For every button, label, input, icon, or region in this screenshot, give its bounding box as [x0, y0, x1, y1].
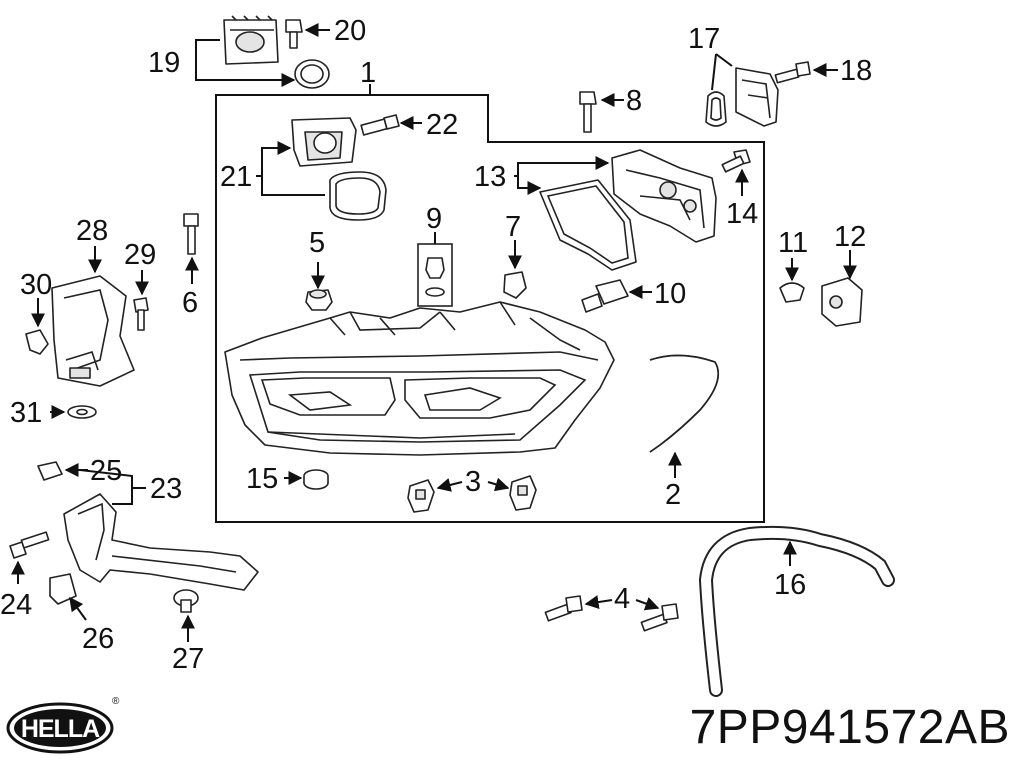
part-16-hose: [698, 525, 895, 697]
leader-4b: [635, 597, 660, 611]
part-29-screw: [133, 297, 149, 331]
part-9-bulb: [417, 243, 453, 307]
part-14-screw: [721, 149, 751, 173]
part-28-bracket: [51, 275, 135, 387]
part-8-screw: [579, 91, 597, 133]
part-6-screw: [183, 213, 199, 255]
assembly-frame: [215, 94, 765, 523]
bracket-23: [79, 469, 146, 505]
callout-9: 9: [426, 203, 442, 235]
callout-20: 20: [334, 15, 366, 47]
part-4-screw-right: [640, 603, 679, 632]
part-23-bracket: [63, 493, 259, 591]
callout-17: 17: [688, 23, 720, 55]
callout-4: 4: [614, 583, 630, 615]
callout-13: 13: [474, 161, 506, 193]
callout-27: 27: [172, 643, 204, 675]
part-17-cap: [705, 91, 727, 127]
part-7-bulb-socket: [503, 271, 527, 299]
leader-3a: [436, 478, 463, 492]
part-13-gasket: [539, 179, 637, 271]
part-26-clip: [49, 573, 77, 605]
callout-26: 26: [82, 623, 114, 655]
part-18-screw: [774, 61, 811, 84]
callout-8: 8: [626, 85, 642, 117]
leader-4a: [584, 595, 613, 610]
part-22-screw: [360, 114, 400, 136]
part-4-screw-left: [544, 595, 583, 622]
part-5-nut: [305, 289, 333, 311]
part-12-bracket: [821, 277, 863, 327]
callout-24: 24: [0, 589, 32, 621]
callout-22: 22: [426, 109, 458, 141]
callout-3: 3: [465, 466, 481, 498]
part-number: 7PP941572AB: [689, 701, 1010, 754]
callout-1: 1: [360, 57, 376, 89]
part-31-washer: [67, 405, 97, 419]
callout-2: 2: [665, 479, 681, 511]
callout-6: 6: [182, 287, 198, 319]
callout-28: 28: [76, 215, 108, 247]
part-17-bracket: [735, 67, 779, 127]
callout-23: 23: [150, 473, 182, 505]
part-13-cover: [611, 149, 717, 243]
callout-12: 12: [834, 221, 866, 253]
part-24-screw: [9, 531, 50, 559]
callout-5: 5: [309, 227, 325, 259]
callout-16: 16: [774, 569, 806, 601]
bracket-19: [195, 39, 292, 81]
part-3-bracket-right: [509, 475, 537, 511]
hella-logo: HELLA ®: [6, 692, 126, 761]
callout-21: 21: [220, 161, 252, 193]
part-20-screw: [285, 19, 303, 49]
headlight-housing: [224, 301, 615, 456]
leader-26: [69, 596, 87, 621]
hella-logo-text: HELLA: [21, 715, 100, 743]
part-19-module: [223, 15, 279, 65]
part-30-clip: [25, 329, 49, 355]
callout-18: 18: [840, 55, 872, 87]
part-15-grommet: [303, 469, 329, 490]
part-10-bulb: [581, 279, 629, 313]
leader-3b: [487, 477, 510, 492]
callout-19: 19: [148, 47, 180, 79]
part-27-clip: [173, 589, 199, 613]
callout-15: 15: [246, 463, 278, 495]
callout-29: 29: [124, 239, 156, 271]
callout-11: 11: [778, 227, 808, 259]
part-21-gasket: [329, 171, 387, 221]
part-11-clip: [779, 282, 805, 303]
callout-25: 25: [90, 455, 122, 487]
part-21-module: [291, 117, 357, 167]
bracket-17: [711, 53, 733, 91]
callout-31: 31: [10, 397, 42, 429]
part-2-seal-strip: [649, 354, 719, 453]
callout-7: 7: [505, 211, 521, 243]
part-3-bracket-left: [407, 479, 435, 513]
callout-10: 10: [654, 278, 686, 310]
part-25-clip: [37, 461, 63, 481]
part-19-oring: [294, 59, 330, 89]
registered-mark: ®: [112, 696, 120, 707]
callout-14: 14: [726, 198, 758, 230]
callout-30: 30: [20, 269, 52, 301]
